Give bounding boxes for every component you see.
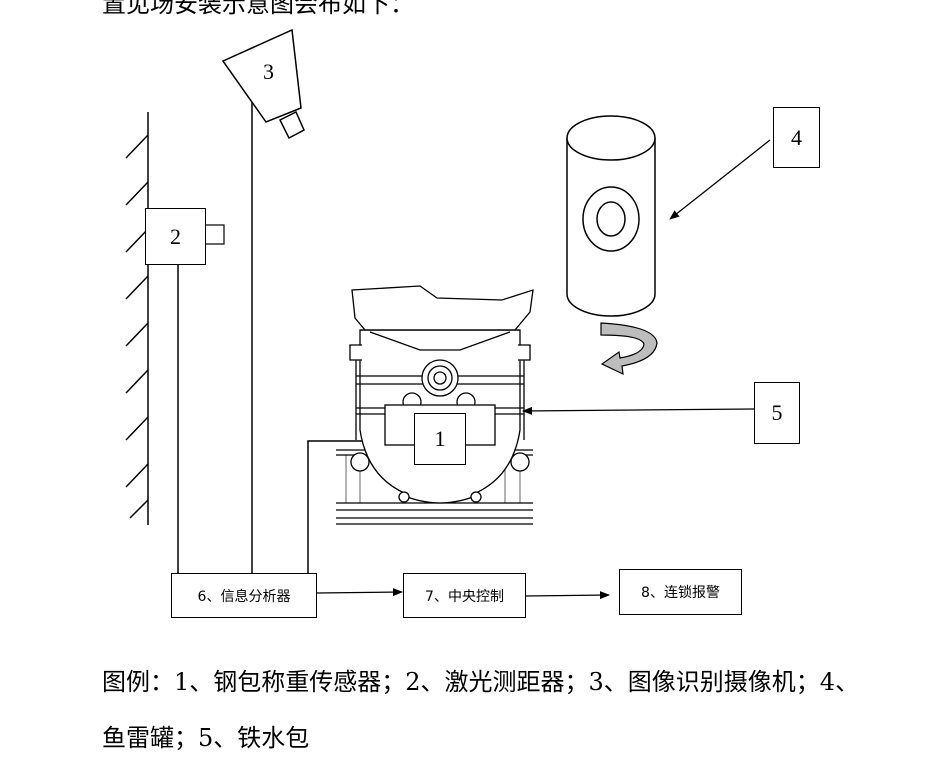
torpedo-car — [566, 115, 656, 317]
legend-line-1: 图例：1、钢包称重传感器；2、激光测距器；3、图像识别摄像机；4、 — [102, 668, 860, 696]
rangefinder-lens — [204, 224, 225, 245]
rotation-arrow — [600, 322, 658, 376]
arrow-4 — [669, 139, 771, 220]
label-3: 3 — [263, 59, 274, 84]
camera-3 — [221, 28, 305, 140]
arrow-6-to-7 — [316, 588, 403, 597]
legend-line-2: 鱼雷罐；5、铁水包 — [102, 724, 310, 752]
box-2-laser-rangefinder: 2 — [145, 208, 206, 265]
box-1: 1 — [414, 413, 466, 465]
top-cut-text: 置见场安装示意图会布如下： — [102, 0, 414, 18]
box-8-interlock-alarm: 8、连锁报警 — [619, 569, 742, 615]
box-7-central-control: 7、中央控制 — [403, 573, 526, 618]
box-4: 4 — [773, 107, 820, 168]
arrow-7-to-8 — [524, 591, 610, 600]
box-5: 5 — [754, 382, 800, 444]
box-6-signal-analyzer: 6、信息分析器 — [171, 573, 317, 618]
ladle-equipment — [336, 285, 534, 525]
wall — [125, 112, 149, 525]
arrow-5 — [522, 406, 755, 415]
